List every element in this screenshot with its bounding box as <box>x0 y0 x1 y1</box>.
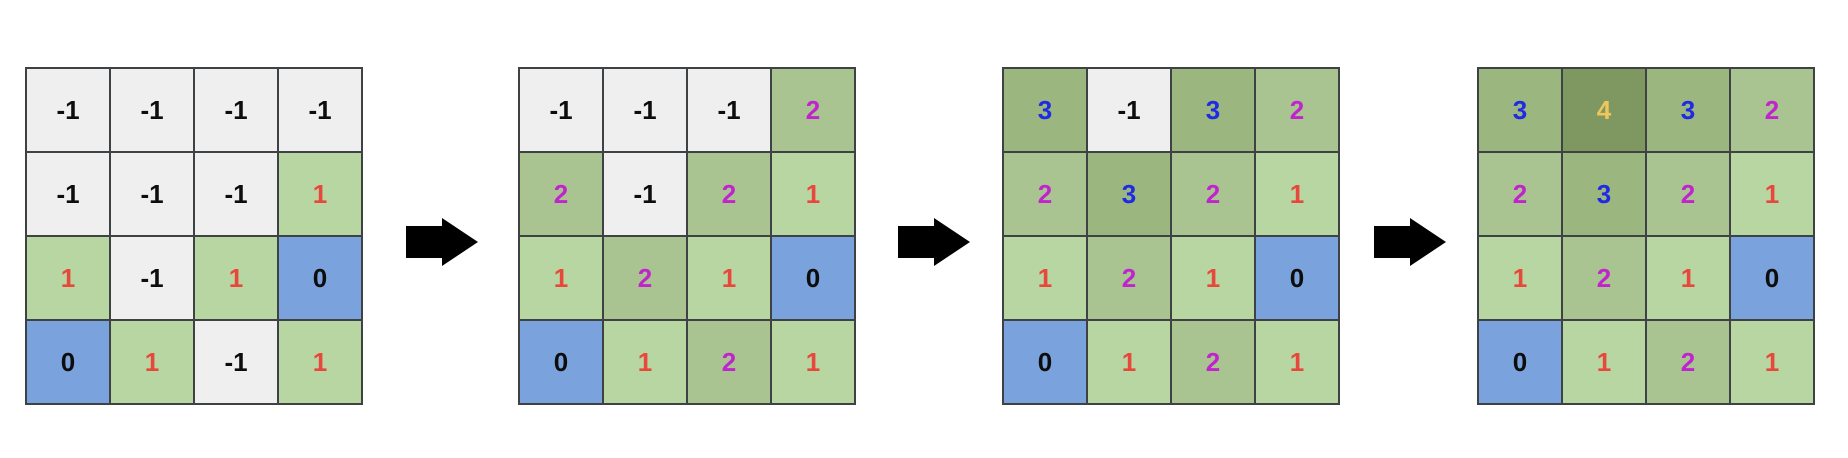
cell-r1c2-value: -1 <box>111 69 193 151</box>
cell-r1c1-value: 3 <box>1004 69 1086 151</box>
cell-r2c4-value: 1 <box>1731 153 1813 235</box>
cell-r4c4-value: 1 <box>1256 321 1338 403</box>
right-arrow-icon <box>406 218 478 266</box>
cell-r3c4-value: 0 <box>1256 237 1338 319</box>
cell-r1c4-value: 2 <box>772 69 854 151</box>
cell-r1c4-value: 2 <box>1256 69 1338 151</box>
right-arrow-icon <box>1374 218 1446 266</box>
cell-r4c3-value: 2 <box>688 321 770 403</box>
cell-r2c2-value: 3 <box>1088 153 1170 235</box>
cell-r1c1-value: -1 <box>27 69 109 151</box>
cell-r4c2-value: 1 <box>1088 321 1170 403</box>
cell-r2c2-value: -1 <box>604 153 686 235</box>
cell-r2c3-value: 2 <box>1647 153 1729 235</box>
cell-r2c4-value: 1 <box>279 153 361 235</box>
cell-r1c3-value: 3 <box>1647 69 1729 151</box>
cell-r2c1-value: -1 <box>27 153 109 235</box>
cell-r4c1-value: 0 <box>27 321 109 403</box>
cell-r1c4-value: 2 <box>1731 69 1813 151</box>
cell-r3c3-value: 1 <box>688 237 770 319</box>
cell-r4c1-value: 0 <box>1004 321 1086 403</box>
cell-r3c3-value: 1 <box>195 237 277 319</box>
cell-r2c3-value: -1 <box>195 153 277 235</box>
cell-r1c1-value: 3 <box>1479 69 1561 151</box>
cell-r4c4-value: 1 <box>279 321 361 403</box>
cell-r4c2-value: 1 <box>604 321 686 403</box>
cell-r3c3-value: 1 <box>1647 237 1729 319</box>
cell-r4c3-value: 2 <box>1647 321 1729 403</box>
cell-r1c2-value: 4 <box>1563 69 1645 151</box>
cell-r1c3-value: 3 <box>1172 69 1254 151</box>
cell-r3c1-value: 1 <box>1004 237 1086 319</box>
cell-r3c4-value: 0 <box>772 237 854 319</box>
cell-r3c2-value: 2 <box>1563 237 1645 319</box>
cell-r4c4-value: 1 <box>772 321 854 403</box>
cell-r3c1-value: 1 <box>520 237 602 319</box>
cell-r3c3-value: 1 <box>1172 237 1254 319</box>
cell-r4c1-value: 0 <box>520 321 602 403</box>
cell-r2c4-value: 1 <box>772 153 854 235</box>
cell-r3c1-value: 1 <box>27 237 109 319</box>
cell-r4c2-value: 1 <box>1563 321 1645 403</box>
cell-r4c1-value: 0 <box>1479 321 1561 403</box>
cell-r4c2-value: 1 <box>111 321 193 403</box>
cell-r3c4-value: 0 <box>279 237 361 319</box>
cell-r2c1-value: 2 <box>1479 153 1561 235</box>
cell-r1c1-value: -1 <box>520 69 602 151</box>
cell-r3c2-value: -1 <box>111 237 193 319</box>
cell-r1c3-value: -1 <box>688 69 770 151</box>
cell-r4c3-value: 2 <box>1172 321 1254 403</box>
cell-r2c2-value: 3 <box>1563 153 1645 235</box>
cell-r1c2-value: -1 <box>1088 69 1170 151</box>
cell-r3c1-value: 1 <box>1479 237 1561 319</box>
cell-r2c4-value: 1 <box>1256 153 1338 235</box>
right-arrow-icon <box>898 218 970 266</box>
cell-r1c4-value: -1 <box>279 69 361 151</box>
cell-r3c2-value: 2 <box>604 237 686 319</box>
cell-r1c2-value: -1 <box>604 69 686 151</box>
cell-r2c3-value: 2 <box>1172 153 1254 235</box>
cell-r1c3-value: -1 <box>195 69 277 151</box>
cell-r2c3-value: 2 <box>688 153 770 235</box>
cell-r4c3-value: -1 <box>195 321 277 403</box>
cell-r2c1-value: 2 <box>520 153 602 235</box>
cell-r2c2-value: -1 <box>111 153 193 235</box>
cell-r3c2-value: 2 <box>1088 237 1170 319</box>
cell-r3c4-value: 0 <box>1731 237 1813 319</box>
cell-r2c1-value: 2 <box>1004 153 1086 235</box>
cell-r4c4-value: 1 <box>1731 321 1813 403</box>
